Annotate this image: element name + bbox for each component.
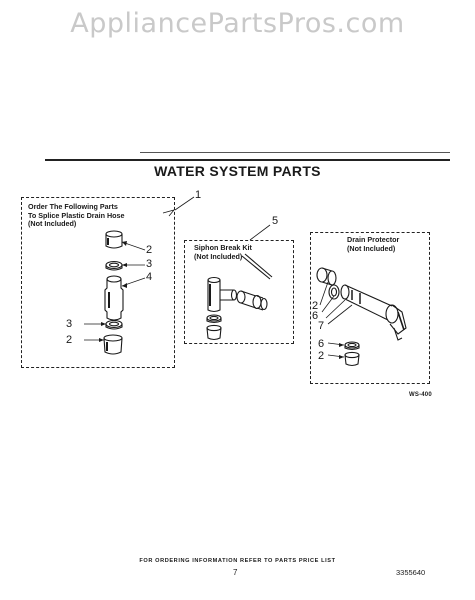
callout-splice-ring-bottom: 3 — [66, 318, 73, 330]
ordering-note: FOR ORDERING INFORMATION REFER TO PARTS … — [139, 558, 336, 564]
callout-drain-ring: 6 — [312, 310, 319, 322]
page-number: 7 — [233, 568, 238, 577]
splice-kit-label-line2: To Splice Plastic Drain Hose — [28, 210, 125, 220]
splice-cap-bottom — [103, 334, 123, 355]
callout-splice-kit: 1 — [195, 189, 202, 201]
drain-cap-bottom — [344, 351, 360, 367]
watermark: AppliancePartsPros.com — [70, 8, 405, 39]
siphon-cap — [206, 324, 222, 341]
drain-protector-label: Drain Protector (Not Included) — [347, 235, 400, 253]
siphon-rod — [241, 253, 273, 280]
splice-kit-label-line1: Order The Following Parts — [28, 202, 118, 211]
splice-connector — [104, 275, 124, 321]
siphon-kit-label-line1: Siphon Break Kit — [194, 243, 252, 252]
splice-kit-label-line3: (Not Included) — [28, 219, 77, 229]
callout-splice-cap-bottom: 2 — [66, 334, 73, 346]
siphon-ring — [206, 314, 222, 324]
siphon-kit-box — [184, 240, 294, 344]
divider-thin — [140, 152, 450, 153]
siphon-kit-label-line2: (Not Included) — [194, 251, 243, 261]
drain-ring-bottom — [344, 341, 360, 351]
drain-protector-box — [310, 232, 430, 384]
splice-cap-top — [105, 230, 123, 249]
callout-drain-cap-bottom: 2 — [318, 350, 325, 362]
callout-siphon-kit: 5 — [272, 215, 279, 227]
splice-kit-label: Order The Following Parts To Splice Plas… — [28, 202, 125, 229]
siphon-kit-label: Siphon Break Kit (Not Included) — [194, 243, 252, 261]
callout-splice-ring-top: 3 — [146, 258, 153, 270]
splice-ring-bottom — [105, 319, 123, 330]
callout-drain-body: 7 — [318, 320, 325, 332]
siphon-tee — [207, 276, 238, 313]
drain-protector-label-line2: (Not Included) — [347, 243, 396, 253]
splice-kit-box — [21, 197, 175, 368]
document-number: 3355640 — [396, 568, 426, 577]
siphon-valve — [236, 290, 268, 311]
drain-protector-body — [340, 284, 407, 341]
drain-protector-label-line1: Drain Protector — [347, 235, 400, 244]
leader-arrowheads — [99, 241, 344, 359]
callout-drain-cap: 2 — [312, 300, 319, 312]
callout-splice-cap: 2 — [146, 244, 153, 256]
splice-ring-top — [105, 260, 123, 271]
drain-cap-top — [316, 267, 337, 286]
callout-drain-ring-bottom: 6 — [318, 338, 325, 350]
drain-ring-top — [328, 284, 340, 300]
divider-thick — [45, 159, 450, 161]
figure-code: WS-400 — [409, 392, 432, 398]
section-title: WATER SYSTEM PARTS — [154, 163, 321, 179]
callout-splice-connector: 4 — [146, 271, 153, 283]
